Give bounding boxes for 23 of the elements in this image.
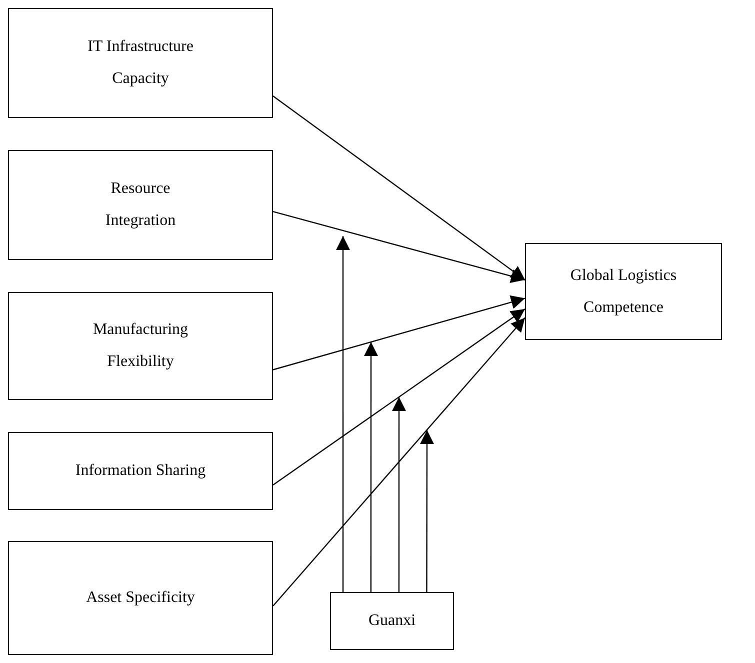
node-label: Asset Specificity <box>85 588 196 608</box>
construct-box <box>8 432 273 510</box>
arrow <box>364 342 378 592</box>
node-label: Manufacturing Flexibility <box>92 320 190 372</box>
construct-box <box>8 541 273 655</box>
construct-box <box>8 292 273 400</box>
arrow <box>336 236 350 592</box>
node-label: Information Sharing <box>74 461 207 481</box>
arrow <box>272 96 526 280</box>
moderator-box <box>330 592 454 650</box>
arrow <box>272 317 526 606</box>
node-label: IT Infrastructure Capacity <box>86 37 194 89</box>
node-label: Global Logistics Competence <box>569 266 678 318</box>
arrow <box>272 308 526 486</box>
arrow <box>420 430 434 592</box>
arrow <box>272 211 526 283</box>
node-label: Guanxi <box>367 611 417 631</box>
construct-box <box>8 8 273 118</box>
arrow <box>272 295 526 370</box>
outcome-box <box>525 243 722 340</box>
arrow <box>392 397 406 592</box>
node-label: Resource Integration <box>104 179 177 231</box>
construct-box <box>8 150 273 260</box>
